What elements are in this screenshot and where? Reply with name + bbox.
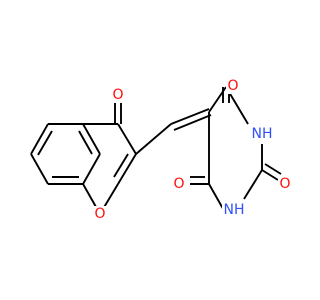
atom-nh-upper: NH <box>250 126 274 142</box>
atom-label-o-top-right: O <box>227 78 238 94</box>
bond-benzene-5-inner <box>78 130 93 155</box>
bond-pyran-c3-c2 <box>117 153 137 185</box>
atom-o-right: O <box>278 176 292 192</box>
atom-label-o-right: O <box>279 176 290 192</box>
bond-carbonyl-right-a <box>261 169 279 181</box>
bond-benzene-2 <box>30 153 49 185</box>
atom-o-top-right: O <box>226 78 240 94</box>
atom-o-bottom-left: O <box>172 176 186 192</box>
bond-benzene-4 <box>82 153 101 185</box>
atom-label-o-ring: O <box>94 206 105 222</box>
bond-benzene-5 <box>82 123 101 155</box>
bond-bridge-double-b <box>173 114 212 131</box>
bond-pyran-c4-c3 <box>117 123 137 155</box>
atom-o-ring: O <box>93 206 107 222</box>
bond-pyran-c3-c2-inner <box>113 153 129 178</box>
atom-nh-lower: NH <box>222 202 246 218</box>
atom-label-o-ketone: O <box>112 87 123 103</box>
bond-trione-c2-n1 <box>243 169 263 200</box>
atom-label-o-bottom-left: O <box>173 176 184 192</box>
atom-o-ketone: O <box>111 87 125 103</box>
chemical-structure-diagram: O O O O O NH NH <box>30 78 292 222</box>
bond-carbonyl-right-b <box>264 163 282 175</box>
bond-bridge-1 <box>135 123 172 155</box>
bond-benzene-1 <box>30 123 49 155</box>
bond-benzene-1-inner <box>37 130 53 156</box>
bond-bridge-double-a <box>170 108 210 125</box>
atom-label-nh-lower: NH <box>224 202 245 218</box>
atom-label-nh-upper: NH <box>252 126 273 142</box>
